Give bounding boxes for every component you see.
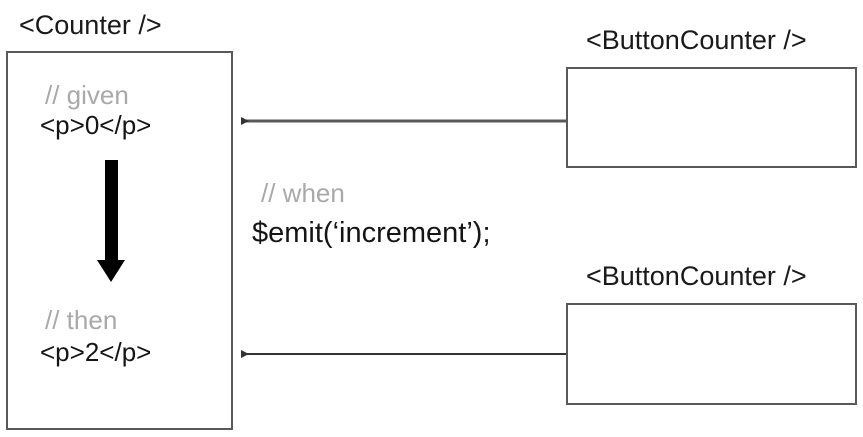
- button-counter-title-1: <ButtonCounter />: [586, 25, 807, 55]
- emit-code-label: $emit(‘increment’);: [252, 217, 491, 249]
- counter-component-title: <Counter />: [19, 10, 162, 40]
- downward-flow-arrow-icon: [97, 160, 125, 282]
- button-counter-title-2: <ButtonCounter />: [586, 261, 807, 291]
- then-code-label: <p>2</p>: [40, 337, 152, 367]
- counter-component-box: [6, 51, 233, 430]
- when-comment-label: // when: [261, 178, 345, 208]
- then-comment-label: // then: [45, 305, 118, 335]
- button-counter-box-2: [566, 303, 857, 405]
- given-code-label: <p>0</p>: [40, 110, 152, 140]
- given-comment-label: // given: [45, 80, 129, 110]
- button-counter-box-1: [566, 67, 857, 168]
